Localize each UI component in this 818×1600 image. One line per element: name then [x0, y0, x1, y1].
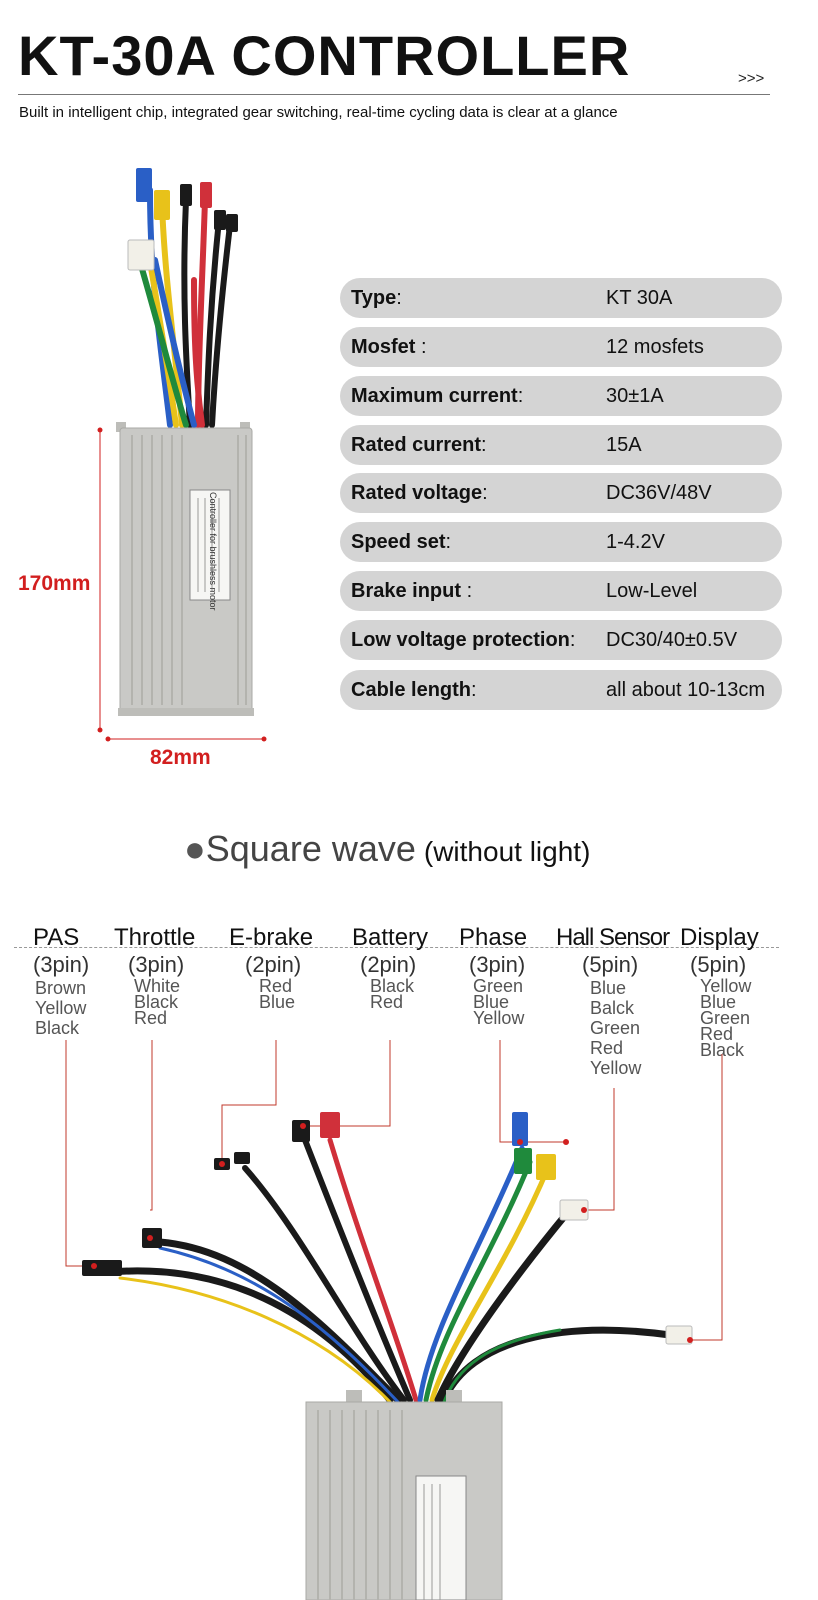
wire-color: Red: [700, 1024, 734, 1044]
wiring-diagram: [65, 1040, 723, 1600]
wire-color: Green: [700, 1008, 751, 1028]
connector-phase: Phase (3pin) Green Blue Yellow: [459, 924, 528, 1028]
wire-color: Black: [700, 1040, 745, 1060]
wire-color: White: [134, 976, 181, 996]
spec-row-mosfet: Mosfet : 12 mosfets: [340, 327, 782, 367]
spec-label: Mosfet: [351, 335, 416, 358]
connector-display: Display (5pin) Yellow Blue Green Red Bla…: [680, 924, 759, 1060]
section-heading: ●Square wave(without light): [184, 828, 590, 870]
spec-row-low-voltage-protection: Low voltage protection: DC30/40±0.5V: [340, 620, 782, 660]
more-link[interactable]: >>>: [738, 70, 765, 87]
wire-color: Yellow: [35, 998, 87, 1018]
spec-label: Brake input: [351, 579, 462, 602]
spec-row-rated-voltage: Rated voltage: DC36V/48V: [340, 473, 782, 513]
title-divider: [18, 94, 770, 95]
spec-value: all about 10-13cm: [606, 678, 765, 701]
spec-label: Speed set: [351, 530, 446, 553]
wire-color: Blue: [259, 992, 296, 1012]
spec-value: 30±1A: [606, 384, 664, 407]
spec-label: Type: [351, 286, 397, 309]
wire-color: Red: [134, 1008, 168, 1028]
wire-color: Black: [370, 976, 415, 996]
connector-pins: (2pin): [245, 952, 302, 977]
page-subtitle: Built in intelligent chip, integrated ge…: [19, 104, 618, 121]
connector-pins: (3pin): [128, 952, 185, 977]
connector-battery: Battery (2pin) Black Red: [352, 924, 429, 1012]
spec-value: Low-Level: [606, 579, 698, 602]
spec-row-type: Type: KT 30A: [340, 278, 782, 318]
wire-color: Yellow: [700, 976, 752, 996]
wire-color: Black: [35, 1018, 80, 1038]
spec-value: DC30/40±0.5V: [606, 628, 738, 651]
dimension-lines: [97, 427, 267, 742]
spec-value: KT 30A: [606, 286, 673, 309]
wire-color: Red: [259, 976, 293, 996]
connector-name: PAS: [33, 924, 80, 951]
connector-divider: [14, 947, 779, 948]
connector-pins: (2pin): [360, 952, 417, 977]
wire-color: Green: [473, 976, 524, 996]
connector-name: Display: [680, 924, 759, 951]
connector-name: Hall Sensor: [556, 924, 670, 951]
connector-pins: (3pin): [469, 952, 526, 977]
spec-row-maximum-current: Maximum current: 30±1A: [340, 376, 782, 416]
height-dimension-label: 170mm: [18, 572, 91, 595]
wire-color: Red: [590, 1038, 624, 1058]
wire-color: Blue: [590, 978, 627, 998]
section-heading-text: Square wave: [205, 828, 416, 869]
controller-product-image: [116, 168, 254, 716]
connector-pas: PAS (3pin) Brown Yellow Black: [33, 924, 89, 1038]
wire-color: Blue: [700, 992, 737, 1012]
width-dimension-label: 82mm: [150, 746, 211, 769]
spec-value: DC36V/48V: [606, 481, 712, 504]
connector-name: Battery: [352, 924, 429, 951]
connector-name: Throttle: [114, 924, 196, 951]
spec-row-speed-set: Speed set: 1-4.2V: [340, 522, 782, 562]
spec-label: Rated current: [351, 433, 482, 456]
spec-row-rated-current: Rated current: 15A: [340, 425, 782, 465]
connector-pins: (5pin): [690, 952, 747, 977]
connector-hall-sensor: Hall Sensor (5pin) Blue Balck Green Red …: [556, 924, 670, 1078]
section-heading-note: (without light): [423, 836, 591, 867]
wire-color: Balck: [590, 998, 635, 1018]
connector-e-brake: E-brake (2pin) Red Blue: [229, 924, 314, 1012]
bullet-dot: ●: [184, 828, 206, 869]
spec-label: Rated voltage: [351, 481, 483, 504]
wire-color: Red: [370, 992, 404, 1012]
wire-color: Yellow: [473, 1008, 525, 1028]
page-title: KT-30A CONTROLLER: [18, 24, 631, 87]
spec-value: 15A: [606, 433, 642, 456]
wire-color: Green: [590, 1018, 641, 1038]
connector-pins: (3pin): [33, 952, 90, 977]
spec-label: Low voltage protection: [351, 628, 570, 651]
spec-label: Cable length: [351, 678, 472, 701]
spec-row-brake-input: Brake input : Low-Level: [340, 571, 782, 611]
spec-row-cable-length: Cable length: all about 10-13cm: [340, 670, 782, 710]
connector-throttle: Throttle (3pin) White Black Red: [114, 924, 196, 1028]
spec-value: 1-4.2V: [606, 530, 665, 553]
wire-color: Brown: [35, 978, 87, 998]
spec-value: 12 mosfets: [606, 335, 704, 358]
connector-name: Phase: [459, 924, 528, 951]
connector-name: E-brake: [229, 924, 314, 951]
spec-label: Maximum current: [351, 384, 518, 407]
wire-color: Black: [134, 992, 179, 1012]
wire-color: Yellow: [590, 1058, 642, 1078]
wire-color: Blue: [473, 992, 510, 1012]
connector-pins: (5pin): [582, 952, 639, 977]
